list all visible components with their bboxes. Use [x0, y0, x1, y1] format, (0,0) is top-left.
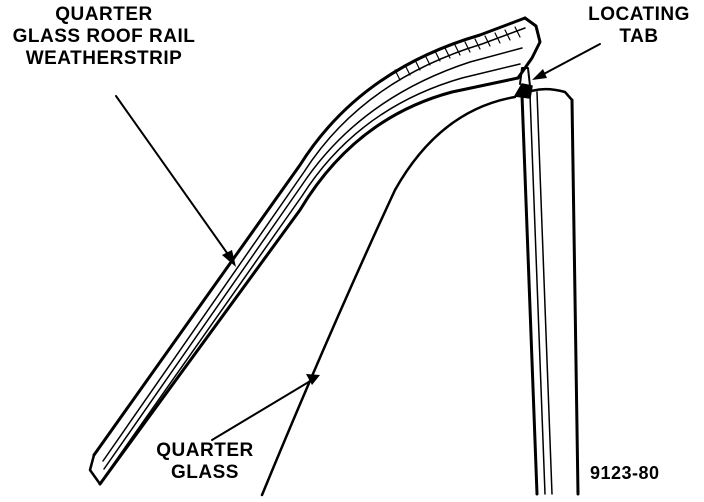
figure-number: 9123-80: [590, 463, 660, 483]
locating-tab-arrowhead: [532, 69, 547, 80]
quarter-glass-label-line-1: QUARTER: [156, 440, 254, 461]
locating-tab-label: LOCATING TAB: [574, 4, 704, 48]
quarter-glass-edge: [260, 95, 517, 497]
division-bar-right: [570, 98, 580, 496]
quarter-glass-label-line-2: GLASS: [171, 462, 239, 483]
division-bar-inner-2: [536, 91, 553, 495]
weatherstrip-outer-edge: [92, 16, 527, 457]
weatherstrip-leader: [115, 95, 233, 261]
quarter-glass-arrowhead: [306, 374, 320, 385]
leader-lines: [115, 43, 601, 441]
locating-tab-label-line-2: TAB: [619, 26, 659, 47]
weatherstrip-arrowhead: [222, 250, 236, 267]
weatherstrip-label: QUARTER GLASS ROOF RAIL WEATHERSTRIP: [6, 4, 202, 70]
division-bar-inner-1: [529, 94, 546, 495]
quarter-glass-leader: [211, 379, 313, 441]
weatherstrip-end-cap: [88, 453, 102, 486]
weatherstrip-hatch: [394, 26, 521, 81]
weatherstrip-rib-3: [104, 63, 521, 477]
weatherstrip-rib-1: [102, 27, 526, 462]
locating-tab-label-line-1: LOCATING: [588, 4, 690, 25]
locating-tab-shape: [514, 67, 533, 99]
weatherstrip-inner-edge: [98, 76, 520, 486]
locating-tab-leader: [539, 43, 601, 77]
weatherstrip-label-line-3: WEATHERSTRIP: [25, 48, 183, 69]
weatherstrip-rib-2: [103, 47, 523, 470]
weatherstrip: [88, 16, 542, 486]
division-bar-left: [520, 93, 539, 496]
weatherstrip-top-end: [516, 16, 542, 80]
weatherstrip-label-line-1: QUARTER: [55, 4, 153, 25]
weatherstrip-label-line-2: GLASS ROOF RAIL: [12, 26, 196, 47]
quarter-glass: [260, 87, 580, 497]
quarter-glass-label: QUARTER GLASS: [140, 440, 270, 484]
